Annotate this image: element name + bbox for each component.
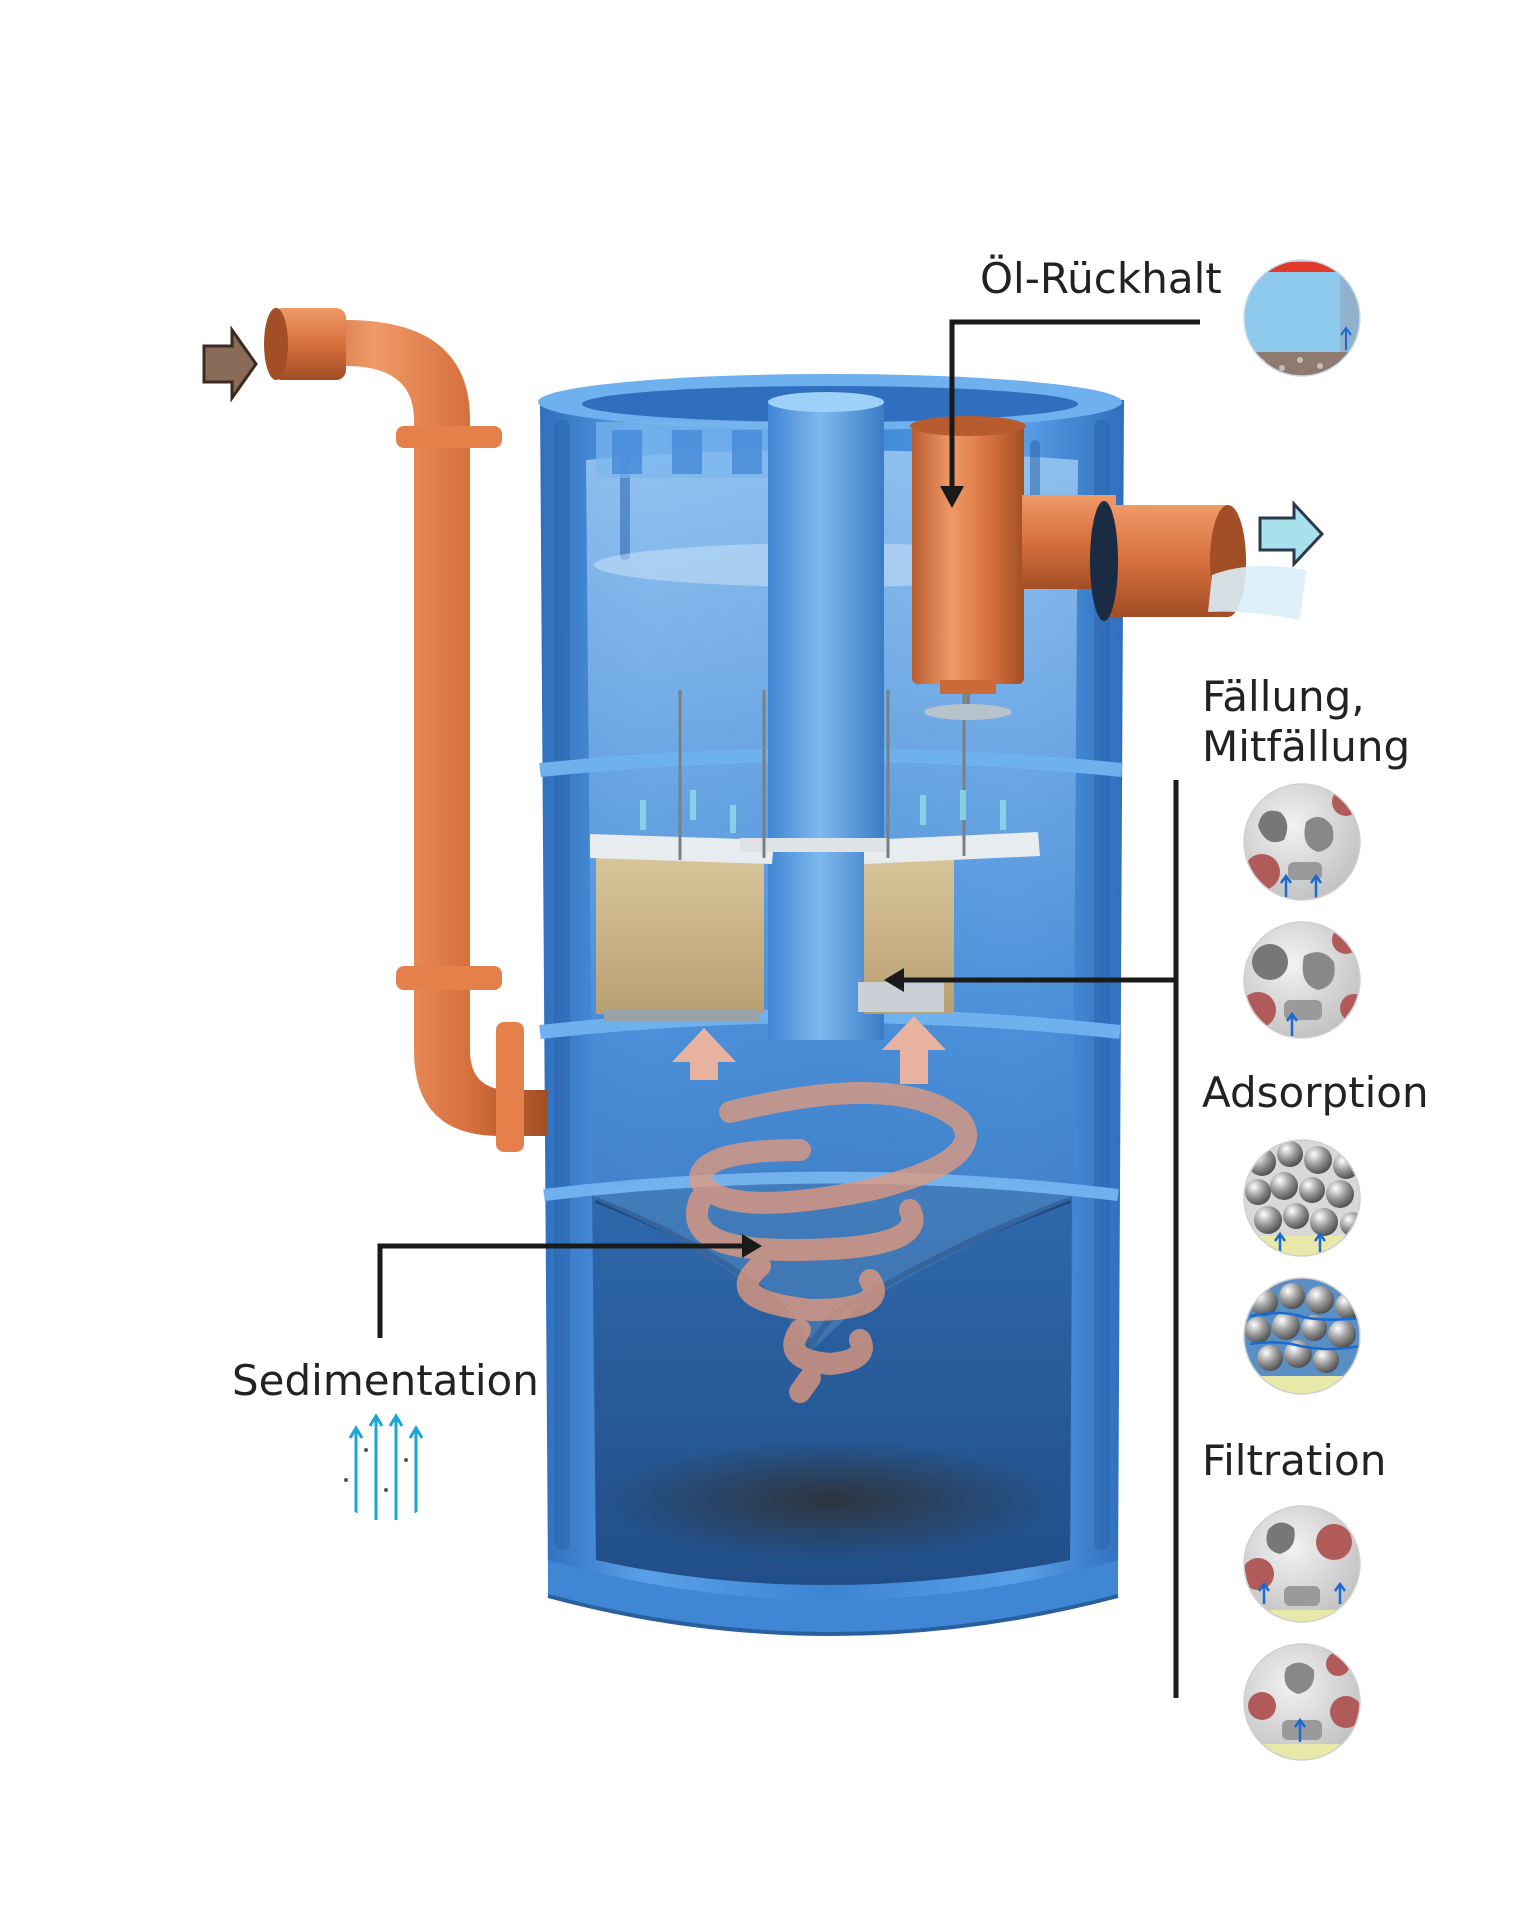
sedimentation-flow-icon bbox=[328, 1405, 444, 1521]
precipitation-particles-icon bbox=[1243, 783, 1361, 1039]
precipitation-label-line2: Mitfällung bbox=[1202, 722, 1411, 772]
filtration-label: Filtration bbox=[1202, 1436, 1387, 1485]
inlet-arrow-icon bbox=[202, 325, 258, 403]
leader-lines bbox=[377, 319, 1200, 1698]
precipitation-label-line1: Fällung, bbox=[1202, 672, 1365, 721]
adsorption-pellets-icon bbox=[1243, 1139, 1361, 1395]
oil-retention-pipe bbox=[910, 416, 1116, 720]
outlet-arrow-icon bbox=[1258, 500, 1325, 568]
filtration-particles-icon bbox=[1243, 1505, 1361, 1761]
precipitation-label: Fällung, Mitfällung bbox=[1202, 672, 1410, 773]
oil-retention-label: Öl-Rückhalt bbox=[980, 254, 1222, 303]
adsorption-label: Adsorption bbox=[1202, 1068, 1429, 1117]
outlet-pipe bbox=[1090, 501, 1306, 621]
leader-arrowheads bbox=[742, 486, 964, 1258]
oil-retention-icon bbox=[1243, 259, 1361, 377]
vortex-spiral bbox=[685, 1081, 977, 1403]
filter-packs bbox=[590, 690, 1040, 1084]
sedimentation-label: Sedimentation bbox=[232, 1356, 539, 1405]
inlet-pipe bbox=[264, 308, 548, 1152]
